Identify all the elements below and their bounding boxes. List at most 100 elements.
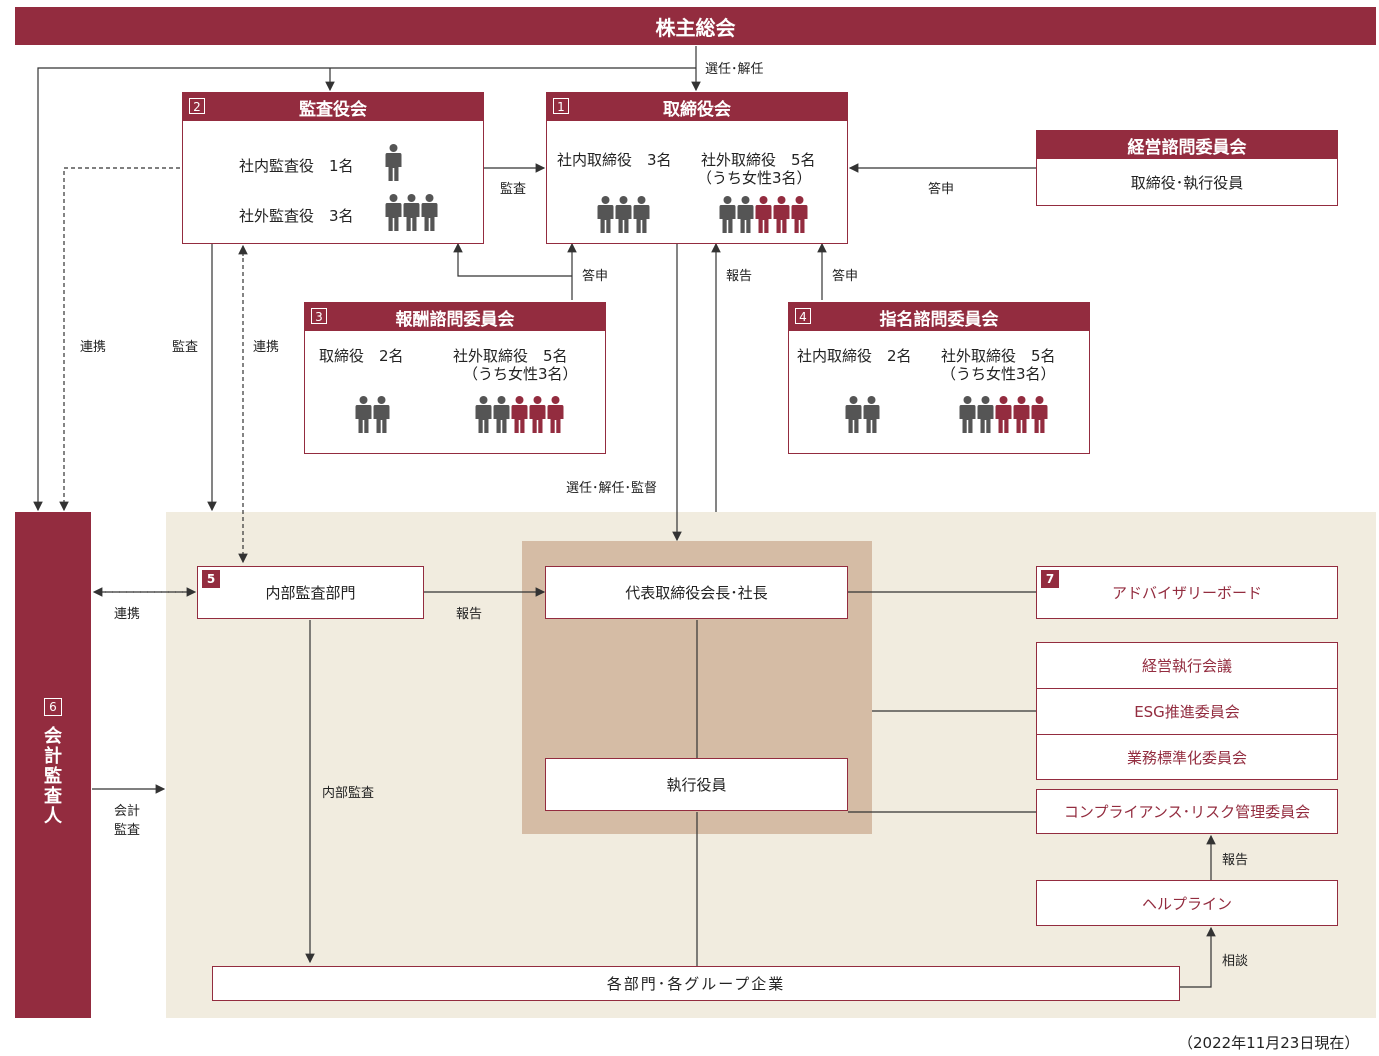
ceo-box: 代表取締役会長･社長	[545, 566, 848, 619]
label-accounting-audit: 会計監査	[114, 804, 141, 838]
executives-title: 執行役員	[666, 776, 727, 794]
nomination-inside-people	[845, 395, 880, 433]
advisory-board: 7 アドバイザリーボード	[1036, 566, 1338, 619]
label-audit-board: 監査	[500, 182, 527, 197]
person-icon	[385, 144, 402, 181]
audit-board-header: 2 監査役会	[183, 93, 483, 121]
label-report-helpline: 報告	[1222, 853, 1249, 868]
person-icon	[719, 196, 736, 233]
label-elect-dismiss: 選任･解任	[705, 62, 764, 77]
person-icon	[597, 196, 614, 233]
label-cooperation-bottom: 連携	[114, 607, 141, 622]
label-advice-nomination: 答申	[832, 269, 859, 284]
management-advisory-members: 取締役･執行役員	[1130, 173, 1244, 192]
outside-auditors-count: 社外監査役 3名	[239, 207, 354, 225]
management-advisory-title: 経営諮問委員会	[1127, 137, 1247, 158]
inside-auditors-count: 社内監査役 1名	[239, 157, 354, 175]
committee-standardization: 業務標準化委員会	[1036, 734, 1338, 780]
person-icon	[863, 396, 880, 433]
committee-esg: ESG推進委員会	[1036, 688, 1338, 735]
person-icon	[529, 396, 546, 433]
committee-management-execution: 経営執行会議	[1036, 642, 1338, 689]
person-icon	[845, 396, 862, 433]
nomination-title: 指名諮問委員会	[879, 309, 999, 330]
board-inside-people	[597, 195, 650, 233]
nomination-inside-count: 社内取締役 2名	[797, 347, 912, 365]
label-audit-left: 監査	[172, 340, 199, 355]
helpline-box: ヘルプライン	[1036, 880, 1338, 926]
internal-audit-dept: 5 内部監査部門	[197, 566, 424, 619]
person-icon	[791, 196, 808, 233]
board-title: 取締役会	[663, 99, 731, 120]
board-inside-count: 社内取締役 3名	[557, 151, 672, 169]
advisory-board-title: アドバイザリーボード	[1111, 584, 1262, 602]
board-of-directors: 1 取締役会 社内取締役 3名 社外取締役 5名 （うち女性3名）	[546, 92, 848, 244]
person-icon	[1013, 396, 1030, 433]
label-cooperation-mid: 連携	[253, 340, 280, 355]
internal-audit-dept-title: 内部監査部門	[265, 584, 356, 602]
label-report-ceo: 報告	[456, 607, 483, 622]
inside-auditors-people	[385, 143, 402, 181]
compensation-outside-count: 社外取締役 5名	[453, 347, 568, 365]
person-icon	[959, 396, 976, 433]
management-advisory-header: 経営諮問委員会	[1037, 131, 1337, 159]
committee-1-title: 経営執行会議	[1141, 657, 1232, 675]
board-outside-note: （うち女性3名）	[697, 169, 812, 187]
compensation-directors-count: 取締役 2名	[319, 347, 404, 365]
board-outside-count: 社外取締役 5名	[701, 151, 816, 169]
label-advice-mgmt: 答申	[928, 182, 955, 197]
person-icon	[1031, 396, 1048, 433]
person-icon	[547, 396, 564, 433]
nomination-outside-count: 社外取締役 5名	[941, 347, 1056, 365]
label-elect-dismiss-supervise: 選任･解任･監督	[566, 481, 658, 496]
compensation-title: 報酬諮問委員会	[395, 309, 515, 330]
person-icon	[977, 396, 994, 433]
person-icon	[493, 396, 510, 433]
badge-2: 2	[189, 98, 205, 114]
person-icon	[421, 194, 438, 231]
outside-auditors-people	[385, 193, 438, 231]
nomination-header: 4 指名諮問委員会	[789, 303, 1089, 331]
compensation-header: 3 報酬諮問委員会	[305, 303, 605, 331]
person-icon	[385, 194, 402, 231]
person-icon	[995, 396, 1012, 433]
committee-2-title: ESG推進委員会	[1134, 703, 1240, 721]
badge-4: 4	[795, 308, 811, 324]
compensation-committee: 3 報酬諮問委員会 取締役 2名 社外取締役 5名 （うち女性3名）	[304, 302, 606, 454]
label-report-board: 報告	[726, 269, 753, 284]
shareholders-meeting-title: 株主総会	[655, 15, 736, 40]
label-cooperation-left: 連携	[80, 340, 107, 355]
person-icon	[755, 196, 772, 233]
management-advisory-committee: 経営諮問委員会 取締役･執行役員	[1036, 130, 1338, 206]
ceo-title: 代表取締役会長･社長	[625, 584, 768, 602]
badge-1: 1	[553, 98, 569, 114]
person-icon	[403, 194, 420, 231]
nomination-outside-note: （うち女性3名）	[941, 365, 1056, 383]
person-icon	[511, 396, 528, 433]
label-consultation: 相談	[1222, 954, 1249, 969]
committee-4-title: コンプライアンス･リスク管理委員会	[1063, 803, 1311, 821]
date-footnote: （2022年11月23日現在）	[1178, 1034, 1360, 1052]
person-icon	[615, 196, 632, 233]
badge-7: 7	[1041, 570, 1059, 588]
compensation-outside-people	[475, 395, 564, 433]
badge-5: 5	[202, 570, 220, 588]
nomination-committee: 4 指名諮問委員会 社内取締役 2名 社外取締役 5名 （うち女性3名）	[788, 302, 1090, 454]
badge-3: 3	[311, 308, 327, 324]
accounting-auditor-bar: 6 会計監査人	[15, 512, 91, 1018]
label-advice-compensation: 答申	[582, 269, 609, 284]
accounting-auditor-title: 会計監査人	[41, 726, 62, 826]
person-icon	[475, 396, 492, 433]
person-icon	[737, 196, 754, 233]
person-icon	[373, 396, 390, 433]
nomination-outside-people	[959, 395, 1048, 433]
person-icon	[773, 196, 790, 233]
committee-compliance-risk: コンプライアンス･リスク管理委員会	[1036, 789, 1338, 834]
badge-6: 6	[44, 698, 62, 716]
label-internal-audit: 内部監査	[322, 786, 375, 801]
committee-3-title: 業務標準化委員会	[1126, 748, 1247, 767]
board-outside-people	[719, 195, 808, 233]
helpline-title: ヘルプライン	[1141, 894, 1232, 913]
person-icon	[633, 196, 650, 233]
